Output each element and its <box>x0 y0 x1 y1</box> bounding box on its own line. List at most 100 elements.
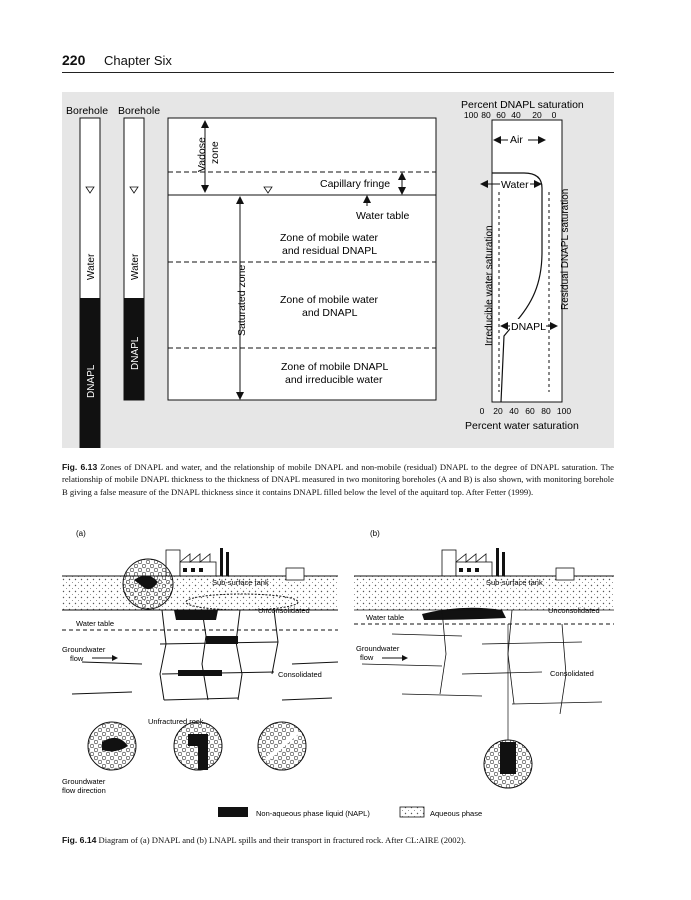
saturated-zone-label: Saturated zone <box>236 265 248 336</box>
panel-b-consolidated-label: Consolidated <box>550 669 594 678</box>
water-arrow-label: Water <box>501 179 529 191</box>
bottom-tick-60: 60 <box>525 406 535 416</box>
panel-a-unfractured-label: Unfractured rock <box>148 717 204 726</box>
panel-a-magnifier-napl <box>134 575 158 590</box>
legend-napl-label: Non-aqueous phase liquid (NAPL) <box>256 809 370 818</box>
caption-label: Fig. 6.14 <box>62 835 97 845</box>
dnapl-label-bg <box>510 319 546 331</box>
zone-1-line-2: and residual DNAPL <box>282 245 377 257</box>
panel-b-tank-label: Sub-surface tank <box>486 578 543 587</box>
panel-a-magnifier-1-napl <box>102 737 128 752</box>
borehole-b-dnapl-fill <box>80 298 100 448</box>
panel-b-factory-icon <box>441 548 505 577</box>
zone-2-line-1: Zone of mobile water <box>280 294 379 306</box>
bottom-tick-40: 40 <box>509 406 519 416</box>
zone-1-line-1: Zone of mobile water <box>280 232 379 244</box>
legend-napl-swatch <box>218 807 248 817</box>
panel-a-magnifier-3-fracture <box>264 730 300 762</box>
panel-a-factory-icon <box>165 548 229 577</box>
capillary-fringe-label: Capillary fringe <box>320 178 390 190</box>
borehole-a-dnapl-fill <box>124 298 144 400</box>
borehole-b-label: Borehole <box>66 105 108 117</box>
panel-b-gw-flow-1: Groundwater <box>356 644 400 653</box>
top-tick-100: 100 <box>464 110 478 120</box>
panel-b-tank-icon <box>555 567 575 581</box>
vadose-zone-label-2: zone <box>209 141 221 164</box>
zone-column <box>167 117 437 401</box>
page-header: 220 Chapter Six <box>62 52 614 73</box>
panel-a-unconsolidated-layer <box>62 576 338 610</box>
top-tick-20: 20 <box>532 110 542 120</box>
irreducible-label: Irreducible water saturation <box>484 225 495 346</box>
capillary-arrow-head-down <box>398 187 406 195</box>
panel-b-unconsolidated-label: Unconsolidated <box>548 606 600 615</box>
top-axis-title: Percent DNAPL saturation <box>461 99 584 111</box>
dnapl-arrow-label: DNAPL <box>511 321 546 333</box>
panel-b-water-table-label: Water table <box>366 613 404 622</box>
water-label-bg <box>500 177 530 189</box>
panel-a-napl-pool-1 <box>174 610 218 620</box>
bottom-tick-20: 20 <box>493 406 503 416</box>
legend-aqueous-swatch <box>399 806 425 818</box>
bottom-tick-0: 0 <box>480 406 485 416</box>
panel-a-label: (a) <box>76 529 86 538</box>
panel-a-gw-flow-1: Groundwater <box>62 645 106 654</box>
water-table-arrow-head <box>363 195 371 203</box>
caption-label: Fig. 6.13 <box>62 462 98 472</box>
borehole-a-label: Borehole <box>118 105 160 117</box>
figure-6-14-drawing: (a) Sub-surface tank Unconsolidated Wate… <box>62 529 614 818</box>
panel-b-magnifier-napl <box>500 742 516 774</box>
water-arrow-head-right <box>534 180 542 188</box>
saturated-arrow-head-up <box>236 196 244 204</box>
capillary-arrow-head-up <box>398 172 406 180</box>
panel-b-label: (b) <box>370 529 380 538</box>
residual-label: Residual DNAPL saturation <box>560 189 571 310</box>
water-table-label: Water table <box>356 210 409 222</box>
figure-6-14-caption: Fig. 6.14 Diagram of (a) DNAPL and (b) L… <box>62 834 614 846</box>
panel-a-napl-pool-3 <box>178 670 222 676</box>
bottom-tick-100: 100 <box>557 406 571 416</box>
borehole-a-water-label: Water <box>130 253 141 280</box>
bottom-tick-80: 80 <box>541 406 551 416</box>
bottom-axis-ticks: 0 20 40 60 80 100 <box>480 406 572 416</box>
borehole-b-water-level-icon <box>85 186 95 194</box>
top-tick-80: 80 <box>481 110 491 120</box>
panel-a-gw-flow-2: flow <box>70 654 84 663</box>
panel-a-gw-direction-2: flow direction <box>62 786 106 795</box>
dnapl-arrow-head-left <box>500 322 508 330</box>
figure-6-13-caption: Fig. 6.13 Zones of DNAPL and water, and … <box>62 461 614 498</box>
panel-a-magnifier-2-napl <box>188 734 208 770</box>
borehole-b-dnapl-label: DNAPL <box>86 364 97 398</box>
panel-a-flow-arrow-head <box>112 655 118 661</box>
panel-b-flow-arrow-head <box>402 655 408 661</box>
saturated-arrow-head-down <box>236 392 244 400</box>
dnapl-arrow-head-right <box>550 322 558 330</box>
panel-a-water-table-label: Water table <box>76 619 114 628</box>
vadose-zone-label-1: Vadose <box>196 137 208 172</box>
borehole-a-dnapl-label: DNAPL <box>130 336 141 370</box>
bottom-axis-title: Percent water saturation <box>465 420 579 432</box>
saturation-curve <box>492 172 543 403</box>
panel-a-tank-label: Sub-surface tank <box>212 578 269 587</box>
figure-6-13-drawing: Borehole B Water DNAPL Borehole A Water … <box>66 99 584 448</box>
borehole-b-water-label: Water <box>86 253 97 280</box>
caption-text: Diagram of (a) DNAPL and (b) LNAPL spill… <box>98 835 466 845</box>
page-number: 220 <box>62 52 86 68</box>
caption-text: Zones of DNAPL and water, and the relati… <box>62 462 615 497</box>
top-tick-60: 60 <box>496 110 506 120</box>
water-arrow-head-left <box>480 180 488 188</box>
panel-b-unconsolidated-layer <box>354 576 614 610</box>
air-label: Air <box>510 134 523 146</box>
borehole-a-water-level-icon <box>129 186 139 194</box>
vadose-arrow-head-up <box>201 120 209 128</box>
zone-3-line-1: Zone of mobile DNAPL <box>281 361 389 373</box>
top-tick-40: 40 <box>511 110 521 120</box>
panel-a-gw-direction-1: Groundwater <box>62 777 106 786</box>
air-arrow-head-right <box>538 136 546 144</box>
panel-b-gw-flow-2: flow <box>360 653 374 662</box>
zone-water-table-icon <box>263 186 273 194</box>
legend-aqueous-label: Aqueous phase <box>430 809 482 818</box>
top-tick-0: 0 <box>552 110 557 120</box>
air-arrow-head-left <box>493 136 501 144</box>
top-axis-ticks: 100 80 60 40 20 0 <box>464 110 557 120</box>
